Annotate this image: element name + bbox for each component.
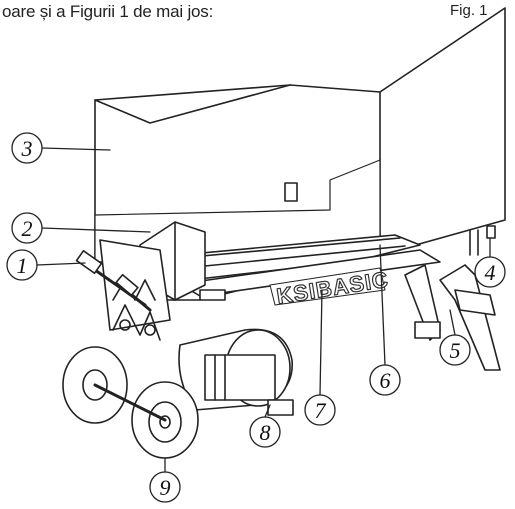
- callout-7: 7: [315, 398, 327, 423]
- callout-6: 6: [380, 368, 391, 393]
- callout-9: 9: [160, 475, 171, 500]
- splitter-beam: [149, 234, 441, 301]
- wheels: [62, 346, 199, 459]
- callout-5: 5: [450, 338, 461, 363]
- callout-8: 8: [260, 420, 271, 445]
- callout-1: 1: [17, 253, 28, 278]
- electric-motor: [178, 328, 294, 416]
- caption-text: oare și a Figurii 1 de mai jos:: [2, 2, 214, 21]
- protective-cover: [94, 7, 506, 263]
- callout-2: 2: [22, 216, 33, 241]
- rear-support-legs: [404, 225, 501, 371]
- figure-label: Fig. 1: [450, 2, 488, 19]
- callout-4: 4: [485, 260, 496, 285]
- callouts: 3 2 1 4 5 6 7: [6, 132, 506, 503]
- control-lever: [75, 249, 152, 312]
- callout-3: 3: [21, 136, 33, 161]
